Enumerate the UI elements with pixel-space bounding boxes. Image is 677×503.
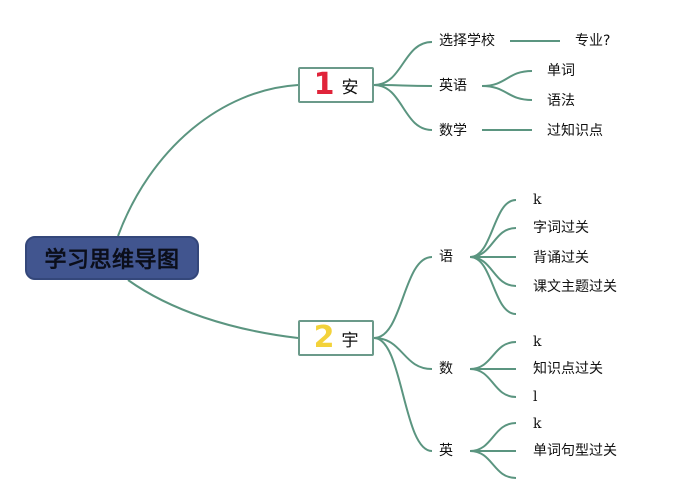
- english-2-leaf-connector-3: [469, 450, 517, 479]
- topic-english[interactable]: 英语: [439, 78, 467, 94]
- topic-math-l[interactable]: l: [533, 389, 538, 405]
- branch-1-connector-3: [373, 84, 433, 131]
- branch-label-2: 宇: [341, 330, 359, 351]
- topic-math-points[interactable]: 知识点过关: [533, 361, 603, 377]
- branch-node-2[interactable]: 2 宇: [298, 320, 374, 356]
- math-leaf-connector-3: [469, 368, 517, 398]
- topic-english-sentences[interactable]: 单词句型过关: [533, 443, 617, 459]
- branch-node-1[interactable]: 1 安: [298, 67, 374, 103]
- topic-math-2[interactable]: 数: [439, 361, 453, 377]
- topic-chinese-vocab[interactable]: 字词过关: [533, 220, 589, 236]
- topic-school[interactable]: 选择学校: [439, 33, 495, 49]
- branch-2-connector-1: [373, 256, 433, 339]
- topic-chinese-recite[interactable]: 背诵过关: [533, 250, 589, 266]
- topic-knowledge-points[interactable]: 过知识点: [547, 123, 603, 139]
- topic-major[interactable]: 专业?: [575, 33, 611, 49]
- english-leaf-connector-1: [481, 70, 533, 87]
- topic-words[interactable]: 单词: [547, 63, 575, 79]
- topic-chinese-k[interactable]: k: [533, 192, 542, 208]
- chinese-leaf-connector-2: [469, 227, 517, 258]
- branch-number-2: 2: [313, 320, 335, 355]
- topic-chinese[interactable]: 语: [439, 249, 453, 265]
- root-to-branch-2-connector: [127, 279, 299, 339]
- root-node[interactable]: 学习思维导图: [25, 236, 199, 280]
- chinese-leaf-connector-4: [469, 256, 517, 287]
- english-2-leaf-connector-1: [469, 422, 517, 452]
- english-leaf-connector-2: [481, 85, 533, 101]
- math-leaf-connector-1: [469, 341, 517, 370]
- branch-label-1: 安: [341, 77, 359, 98]
- topic-math[interactable]: 数学: [439, 123, 467, 139]
- root-label: 学习思维导图: [44, 248, 180, 273]
- topic-chinese-theme[interactable]: 课文主题过关: [533, 279, 617, 295]
- root-to-branch-1-connector: [117, 84, 299, 237]
- topic-math-k[interactable]: k: [533, 334, 542, 350]
- branch-2-connector-2: [373, 337, 433, 370]
- topic-english-k[interactable]: k: [533, 416, 542, 432]
- topic-grammar[interactable]: 语法: [547, 93, 575, 109]
- chinese-leaf-connector-5: [469, 256, 517, 315]
- branch-number-1: 1: [313, 67, 335, 102]
- branch-1-connector-1: [373, 41, 433, 86]
- topic-english-2[interactable]: 英: [439, 443, 453, 459]
- branch-2-connector-3: [373, 337, 433, 452]
